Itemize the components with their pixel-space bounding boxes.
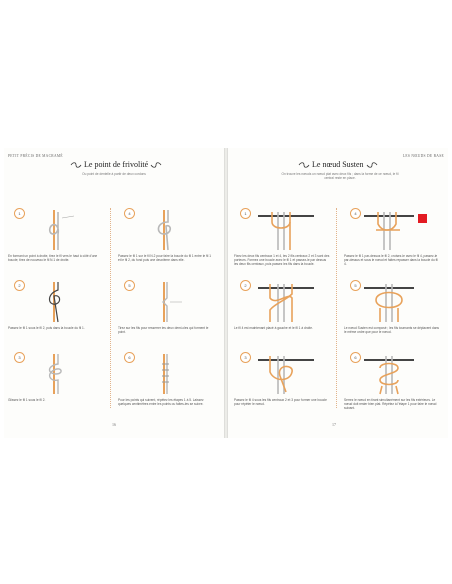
left-subtitle: Ou point de dentelle à partir de deux co… <box>82 172 146 176</box>
left-title-text: Le point de frivolité <box>84 160 149 169</box>
step-caption: Le fil 4 est maintenant placé à gauche e… <box>234 326 313 330</box>
left-step-5: 5 Tirez sur les fils pour resserrer les … <box>116 280 220 350</box>
color-marker <box>418 214 427 223</box>
step-number-badge: 2 <box>14 280 25 291</box>
ornament-icon <box>366 162 377 168</box>
right-page: LES NŒUDS DE BASE Le nœud Susten On trou… <box>228 148 448 438</box>
knot-illustration <box>48 354 62 394</box>
knot-illustration <box>48 210 75 250</box>
knot-illustration <box>157 210 172 251</box>
step-number-badge: 1 <box>240 208 251 219</box>
step-caption: En formant un point à droite, tirez le f… <box>8 254 98 262</box>
step-caption: Passez le fil 4 sous les fils centraux 2… <box>234 398 327 406</box>
right-subtitle: On trouve les nœuds un nœud plat avec de… <box>281 172 399 180</box>
knot-illustration <box>258 284 314 322</box>
step-number-badge: 3 <box>240 352 251 363</box>
knot-illustration <box>258 212 314 250</box>
right-step-4: 4 Passez le fil 1 par-dessus le fil 2, c… <box>342 208 446 278</box>
step-number-badge: 3 <box>14 352 25 363</box>
knot-illustration <box>364 212 414 250</box>
step-caption: Serrez le nœud en tirant simultanément s… <box>344 398 437 410</box>
left-step-3: 3 Glissez le fil 1 sous le fil 2. <box>6 352 110 422</box>
left-step-6: 6 Pour les points qui suivent, répétez l… <box>116 352 220 422</box>
right-page-number: 17 <box>332 422 336 427</box>
step-number-badge: 4 <box>350 208 361 219</box>
left-step-1: 1 En formant un point à droite, tirez le… <box>6 208 110 278</box>
column-divider <box>336 208 337 408</box>
knot-illustration <box>364 356 414 395</box>
left-page-number: 16 <box>112 422 116 427</box>
right-step-3: 3 Passez le fil 4 sous les fils centraux… <box>232 352 336 422</box>
knot-illustration <box>48 282 61 323</box>
right-title-text: Le nœud Susten <box>312 160 364 169</box>
book-gutter <box>224 148 228 438</box>
ornament-icon <box>70 162 82 168</box>
right-step-1: 1 Fixez les deux fils centraux 1 et 4, l… <box>232 208 336 278</box>
left-running-head: PETIT PRÉCIS DE MACRAMÉ <box>8 154 63 158</box>
step-number-badge: 6 <box>124 352 135 363</box>
book-spread: PETIT PRÉCIS DE MACRAMÉ Le point de friv… <box>0 148 452 438</box>
knot-illustration <box>162 354 169 394</box>
step-number-badge: 6 <box>350 352 361 363</box>
right-step-6: 6 Serrez le nœud en tirant simultanément… <box>342 352 446 422</box>
step-caption: Le nœud Susten est composé ; les fils to… <box>344 326 439 334</box>
right-step-2: 2 Le fil 4 est maintenant placé à gauche… <box>232 280 336 350</box>
step-caption: Glissez le fil 1 sous le fil 2. <box>8 398 46 402</box>
left-step-4: 4 Passez le fil 1 sur le fil N.2 pour fa… <box>116 208 220 278</box>
step-caption: Passez le fil 1 sous le fil 2, puis dans… <box>8 326 85 330</box>
right-title: Le nœud Susten <box>298 160 378 169</box>
step-number-badge: 1 <box>14 208 25 219</box>
column-divider <box>110 208 111 408</box>
left-title: Le point de frivolité <box>70 160 162 169</box>
step-number-badge: 5 <box>124 280 135 291</box>
right-step-5: 5 Le nœud Susten est composé ; les fils … <box>342 280 446 350</box>
step-caption: Pour les points qui suivent, répétez les… <box>118 398 204 406</box>
ornament-icon <box>150 162 162 168</box>
left-step-2: 2 Passez le fil 1 sous le fil 2, puis da… <box>6 280 110 350</box>
knot-illustration <box>162 282 182 322</box>
knot-illustration <box>364 284 414 322</box>
step-number-badge: 4 <box>124 208 135 219</box>
step-caption: Passez le fil 1 sur le fil N.2 pour fair… <box>118 254 212 262</box>
knot-illustration <box>258 356 314 394</box>
left-page: PETIT PRÉCIS DE MACRAMÉ Le point de friv… <box>4 148 224 438</box>
ornament-icon <box>298 162 310 168</box>
step-number-badge: 2 <box>240 280 251 291</box>
step-caption: Passez le fil 1 par-dessus le fil 2, cro… <box>344 254 438 266</box>
step-caption: Fixez les deux fils centraux 1 et 4, les… <box>234 254 330 266</box>
step-number-badge: 5 <box>350 280 361 291</box>
right-running-head: LES NŒUDS DE BASE <box>402 154 444 158</box>
step-caption: Tirez sur les fils pour resserrer les de… <box>118 326 209 334</box>
